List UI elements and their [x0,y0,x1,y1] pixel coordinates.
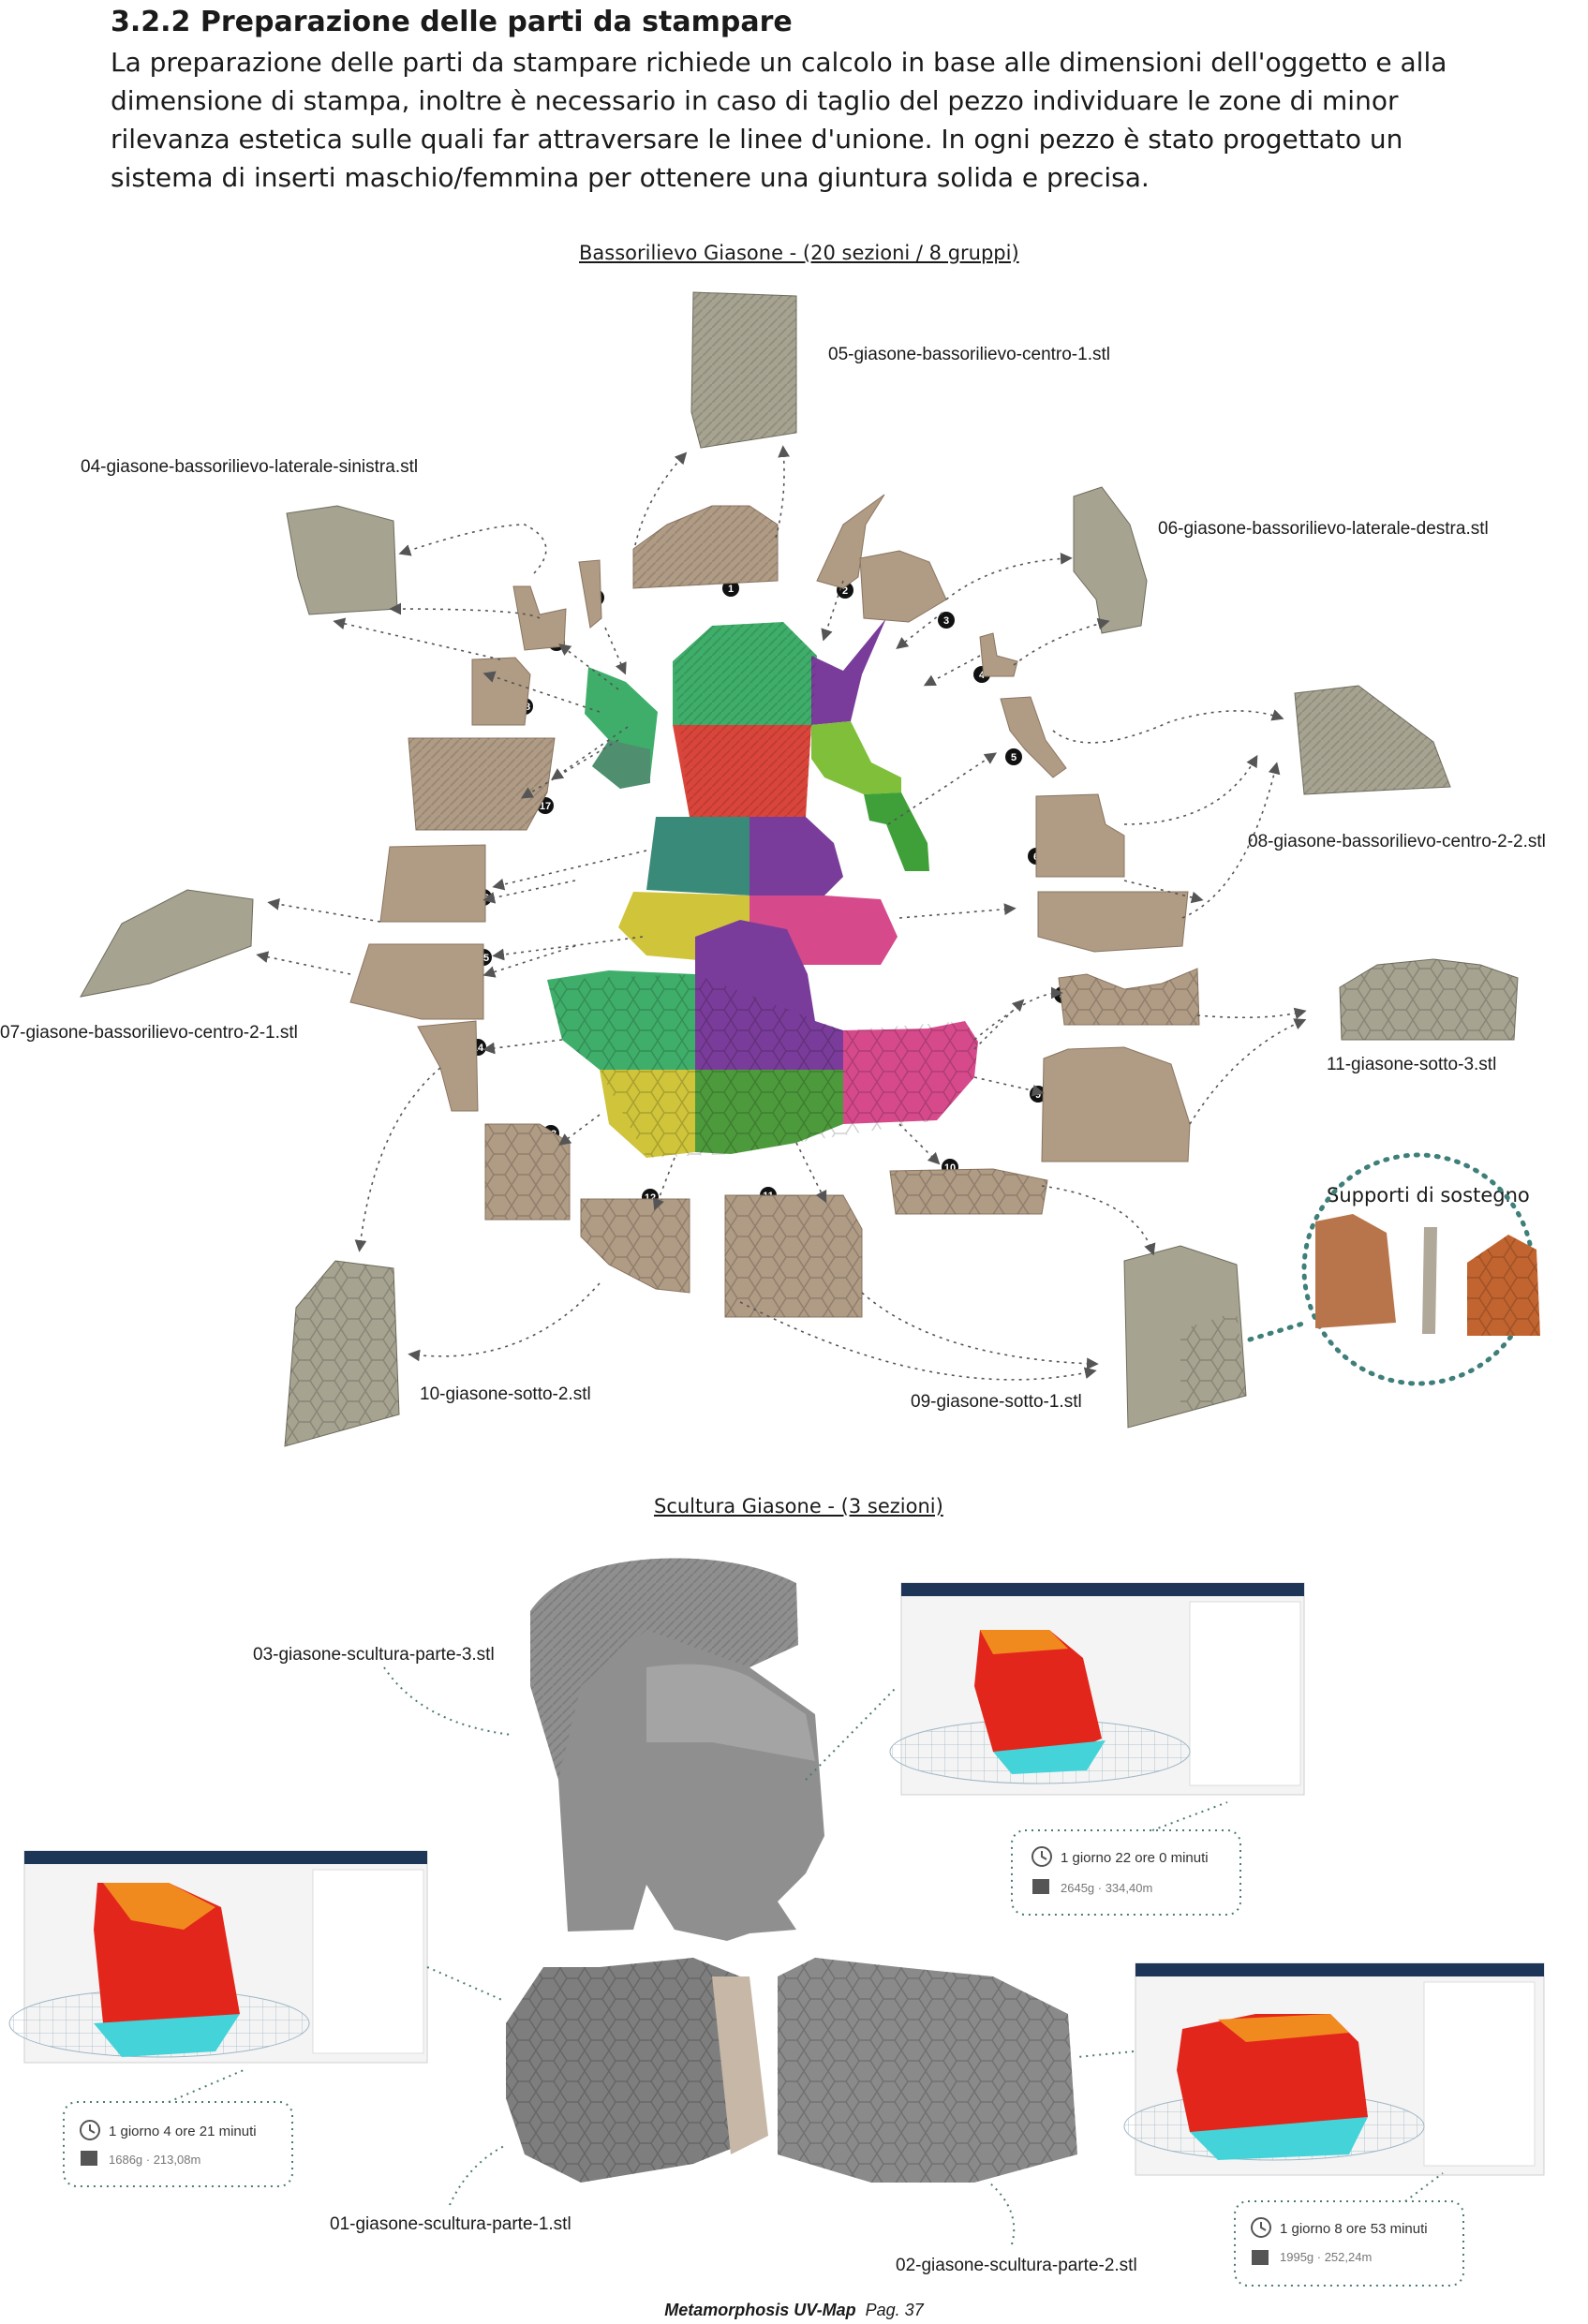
section-number-2: 2 [842,585,848,597]
render-04 [286,505,398,615]
section-number-1: 1 [728,584,734,595]
section-badge-1 [722,580,739,597]
file-label-09: 09-giasone-sotto-1.stl [911,1392,1082,1412]
file-label-08: 08-giasone-bassorilievo-centro-2-2.stl [1248,832,1546,851]
section-number-9: 9 [1035,1089,1041,1101]
stat-material-3: 1995g · 252,24m [1280,2250,1372,2264]
slicer-screenshot-left [8,1850,428,2064]
stat-time-3: 1 giorno 8 ore 53 minuti [1280,2221,1428,2237]
render-06 [1073,486,1148,634]
piece-3 [859,550,947,623]
piece-9 [1041,1046,1191,1162]
file-label-11: 11-giasone-sotto-3.stl [1327,1055,1497,1074]
sculpture-head [530,1558,824,1941]
stats-callout-1: 1 giorno 22 ore 0 minuti 2645g · 334,40m [1011,1801,1241,1916]
piece-14 [417,1020,479,1112]
file-label-10: 10-giasone-sotto-2.stl [420,1384,591,1404]
footer-page: Pag. 37 [865,2301,924,2319]
page-footer: Metamorphosis UV-Map Pag. 37 [0,2301,1588,2320]
stat-time-1: 1 giorno 22 ore 0 minuti [1061,1850,1209,1866]
stat-material-1: 2645g · 334,40m [1061,1881,1152,1895]
piece-4 [979,632,1018,677]
footer-title: Metamorphosis UV-Map [664,2301,856,2319]
stats-callout-3: 1 giorno 8 ore 53 minuti 1995g · 252,24m [1234,2172,1464,2287]
file-label-05: 05-giasone-bassorilievo-centro-1.stl [828,345,1110,364]
scultura-title: Scultura Giasone - (3 sezioni) [654,1495,943,1517]
supporti-circle [1247,1152,1540,1386]
render-07 [80,889,254,998]
dotted-arrows [256,445,1307,1381]
piece-15 [349,943,484,1020]
piece-6 [1035,793,1125,878]
file-label-scultura-01: 01-giasone-scultura-parte-1.stl [330,2214,571,2234]
stat-time-2: 1 giorno 4 ore 21 minuti [109,2124,257,2139]
section-number-5: 5 [1011,752,1017,763]
piece-7 [1037,891,1189,953]
stat-material-2: 1686g · 213,08m [109,2153,200,2167]
sculpture-base [506,1958,1077,2183]
file-label-06: 06-giasone-bassorilievo-laterale-destra.… [1158,519,1489,539]
sculpture-arrows [383,1666,1135,2245]
slicer-screenshot-right [1123,1962,1545,2176]
bassorilievo-title: Bassorilievo Giasone - (20 sezioni / 8 g… [579,242,1019,264]
segmented-model [547,618,978,1158]
section-heading: 3.2.2 Preparazione delle parti da stampa… [111,6,793,38]
piece-5 [1000,696,1067,778]
file-label-07: 07-giasone-bassorilievo-centro-2-1.stl [0,1023,298,1043]
piece-18 [471,657,531,726]
supporti-label: Supporti di sostegno [1327,1184,1530,1206]
file-label-04: 04-giasone-bassorilievo-laterale-sinistr… [81,457,419,477]
piece-2 [816,494,885,589]
piece-20 [578,559,602,629]
intro-paragraph: La preparazione delle parti da stampare … [111,47,1447,193]
section-number-3: 3 [943,615,949,627]
section-number-4: 4 [979,670,986,681]
file-label-scultura-02: 02-giasone-scultura-parte-2.stl [896,2256,1137,2275]
section-badge-3 [938,612,955,629]
stats-callout-2: 1 giorno 4 ore 21 minuti 1686g · 213,08m [63,2069,293,2187]
section-badge-5 [1005,748,1022,765]
section-number-17: 17 [540,801,551,812]
slicer-screenshot-top [889,1582,1305,1796]
file-label-scultura-03: 03-giasone-scultura-parte-3.stl [253,1645,495,1665]
piece-16 [379,844,486,923]
